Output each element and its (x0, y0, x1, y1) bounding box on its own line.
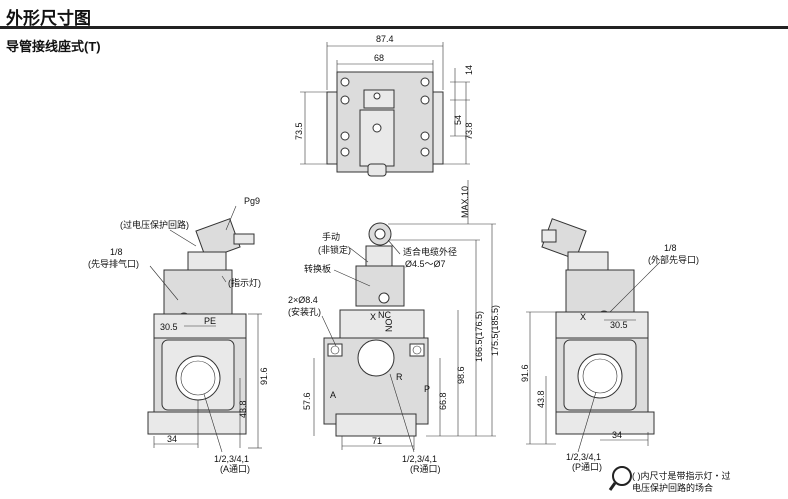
label-port-r: R (396, 372, 403, 382)
dim-91-6-left: 91.6 (259, 367, 269, 385)
dim-73-8: 73.8 (464, 122, 474, 140)
dim-30-5-right: 30.5 (610, 320, 628, 330)
label-pg9: Pg9 (244, 196, 260, 206)
label-indicator: (指示灯) (228, 277, 261, 288)
label-p-port: (P通口) (572, 462, 602, 472)
dim-91-6-right: 91.6 (520, 364, 530, 382)
dim-43-8-left: 43.8 (238, 400, 248, 418)
top-view: 87.4 68 73.5 14 54 73.8 (294, 34, 474, 177)
port-size-r: 1/2,3/4,1 (402, 454, 437, 464)
label-pilot-exhaust: (先导排气口) (88, 258, 139, 269)
dim-43-8-right: 43.8 (536, 390, 546, 408)
dim-68: 68 (374, 53, 384, 63)
label-port-p: P (424, 384, 430, 394)
note-line-2: 电压保护回路的场合 (632, 483, 714, 493)
dim-30-5-left: 30.5 (160, 322, 178, 332)
dim-max10: MAX.10 (460, 186, 470, 218)
label-x-center: X (370, 312, 376, 322)
dim-57-6: 57.6 (302, 392, 312, 410)
dim-175-5: 175.5(185.5) (490, 305, 500, 356)
section-subtitle: 导管接线座式(T) (6, 39, 101, 54)
label-pe: PE (204, 316, 216, 326)
dim-14: 14 (464, 65, 474, 75)
title-divider (0, 26, 788, 29)
dim-66-8: 66.8 (438, 392, 448, 410)
page-title: 外形尺寸图 (6, 9, 91, 28)
label-cable-range: Ø4.5～Ø7 (405, 259, 446, 269)
port-size-p: 1/2,3/4,1 (566, 452, 601, 462)
label-port-a: A (330, 390, 336, 400)
label-nc: NC (378, 310, 391, 320)
label-1-8-right: 1/8 (664, 243, 677, 253)
label-1-8-left: 1/8 (110, 247, 123, 257)
dim-98-6: 98.6 (456, 366, 466, 384)
center-view: X NC NO A R P 71 57.6 66.8 98.6 166.5(17… (288, 180, 500, 474)
label-manual: 手动 (322, 231, 340, 242)
note-text: ( )内尺寸是带指示灯・过 电压保护回路的场合 (632, 470, 782, 494)
dim-166-5: 166.5(176.5) (474, 311, 484, 362)
dim-87-4: 87.4 (376, 34, 394, 44)
label-r-port: (R通口) (410, 464, 441, 474)
label-x-right: X (580, 312, 586, 322)
label-cable: 适合电缆外径 (403, 246, 457, 257)
dim-71: 71 (372, 436, 382, 446)
label-mounting-holes: 2×Ø8.4 (288, 295, 318, 305)
note-line-1: ( )内尺寸是带指示灯・过 (632, 471, 731, 481)
label-mount: (安装孔) (288, 306, 321, 317)
magnifier-icon (608, 466, 632, 491)
dim-34-right: 34 (612, 430, 622, 440)
label-protection-circuit: (过电压保护回路) (120, 219, 189, 230)
dim-73-5: 73.5 (294, 122, 304, 140)
label-ext-pilot: (外部先导口) (648, 254, 699, 265)
label-a-port: (A通口) (220, 464, 250, 474)
right-view: X 91.6 43.8 34 30.5 1/8 (外部先导口) 1/2,3/4,… (520, 218, 699, 472)
label-switch-plate: 转换板 (304, 263, 331, 274)
left-view: 91.6 43.8 34 30.5 PE Pg9 (过电压保护回路) 1/8 (… (88, 196, 269, 474)
dim-54: 54 (453, 115, 463, 125)
port-size-a: 1/2,3/4,1 (214, 454, 249, 464)
label-no: NO (384, 319, 394, 333)
label-nonlock: (非锁定) (318, 244, 351, 255)
dim-34-left: 34 (167, 434, 177, 444)
